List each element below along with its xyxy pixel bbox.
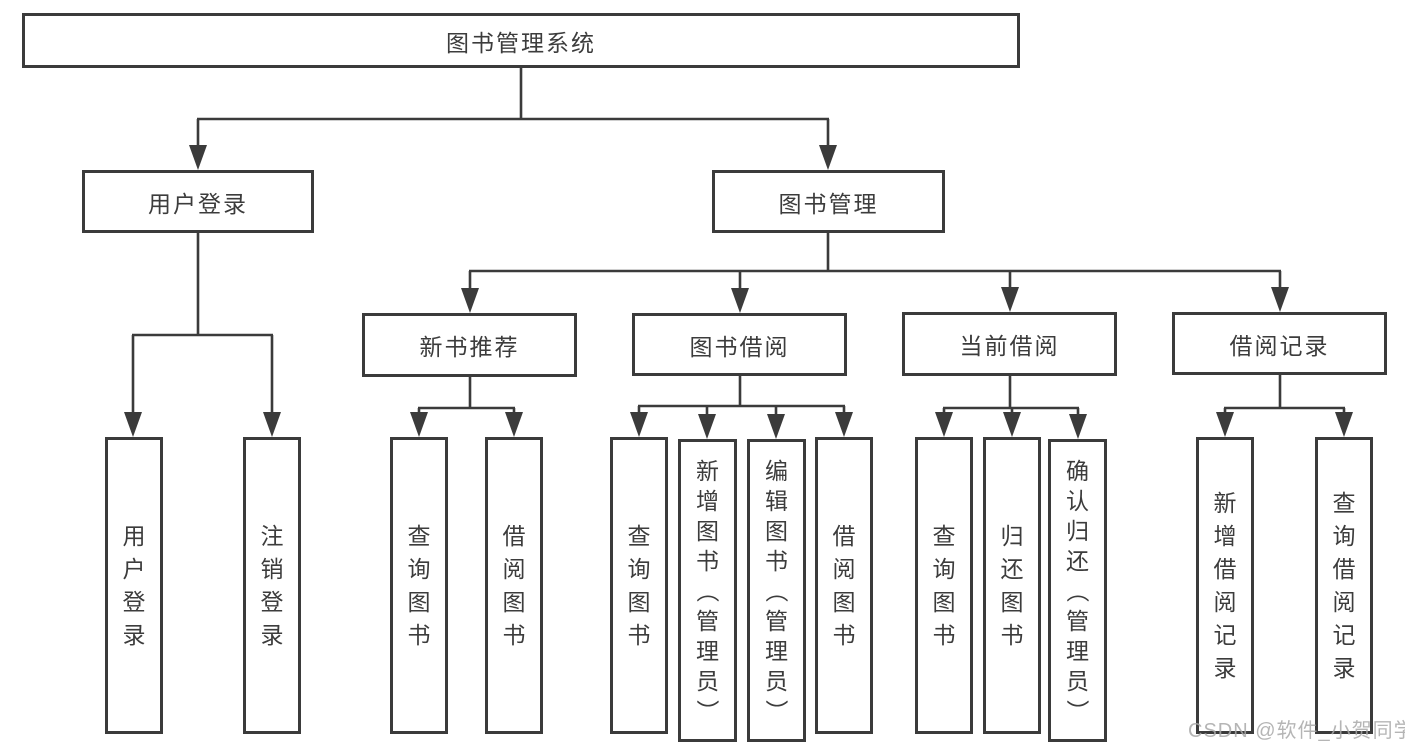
leaf-borrow-books-recommend: 借阅图书 bbox=[485, 437, 543, 734]
leaf-borrow-books: 借阅图书 bbox=[815, 437, 873, 734]
leaf-edit-books-admin: 编辑图书（管理员） bbox=[747, 439, 806, 742]
leaf-query-books-recommend: 查询图书 bbox=[390, 437, 448, 734]
leaf-add-books-admin: 新增图书（管理员） bbox=[678, 439, 737, 742]
node-borrow-records: 借阅记录 bbox=[1172, 312, 1387, 375]
leaf-confirm-return-admin: 确认归还（管理员） bbox=[1048, 439, 1107, 742]
leaf-query-borrow-record: 查询借阅记录 bbox=[1315, 437, 1373, 734]
leaf-query-books-current: 查询图书 bbox=[915, 437, 973, 734]
node-current-borrow: 当前借阅 bbox=[902, 312, 1117, 376]
leaf-logout: 注销登录 bbox=[243, 437, 301, 734]
leaf-user-login: 用户登录 bbox=[105, 437, 163, 734]
node-book-borrow: 图书借阅 bbox=[632, 313, 847, 376]
leaf-add-borrow-record: 新增借阅记录 bbox=[1196, 437, 1254, 734]
leaf-return-books: 归还图书 bbox=[983, 437, 1041, 734]
node-library-management-system: 图书管理系统 bbox=[22, 13, 1020, 68]
node-user-login: 用户登录 bbox=[82, 170, 314, 233]
leaf-query-books-borrow: 查询图书 bbox=[610, 437, 668, 734]
node-new-book-recommend: 新书推荐 bbox=[362, 313, 577, 377]
node-book-management: 图书管理 bbox=[712, 170, 945, 233]
csdn-watermark: CSDN @软件_小贺同学 bbox=[1188, 720, 1405, 742]
